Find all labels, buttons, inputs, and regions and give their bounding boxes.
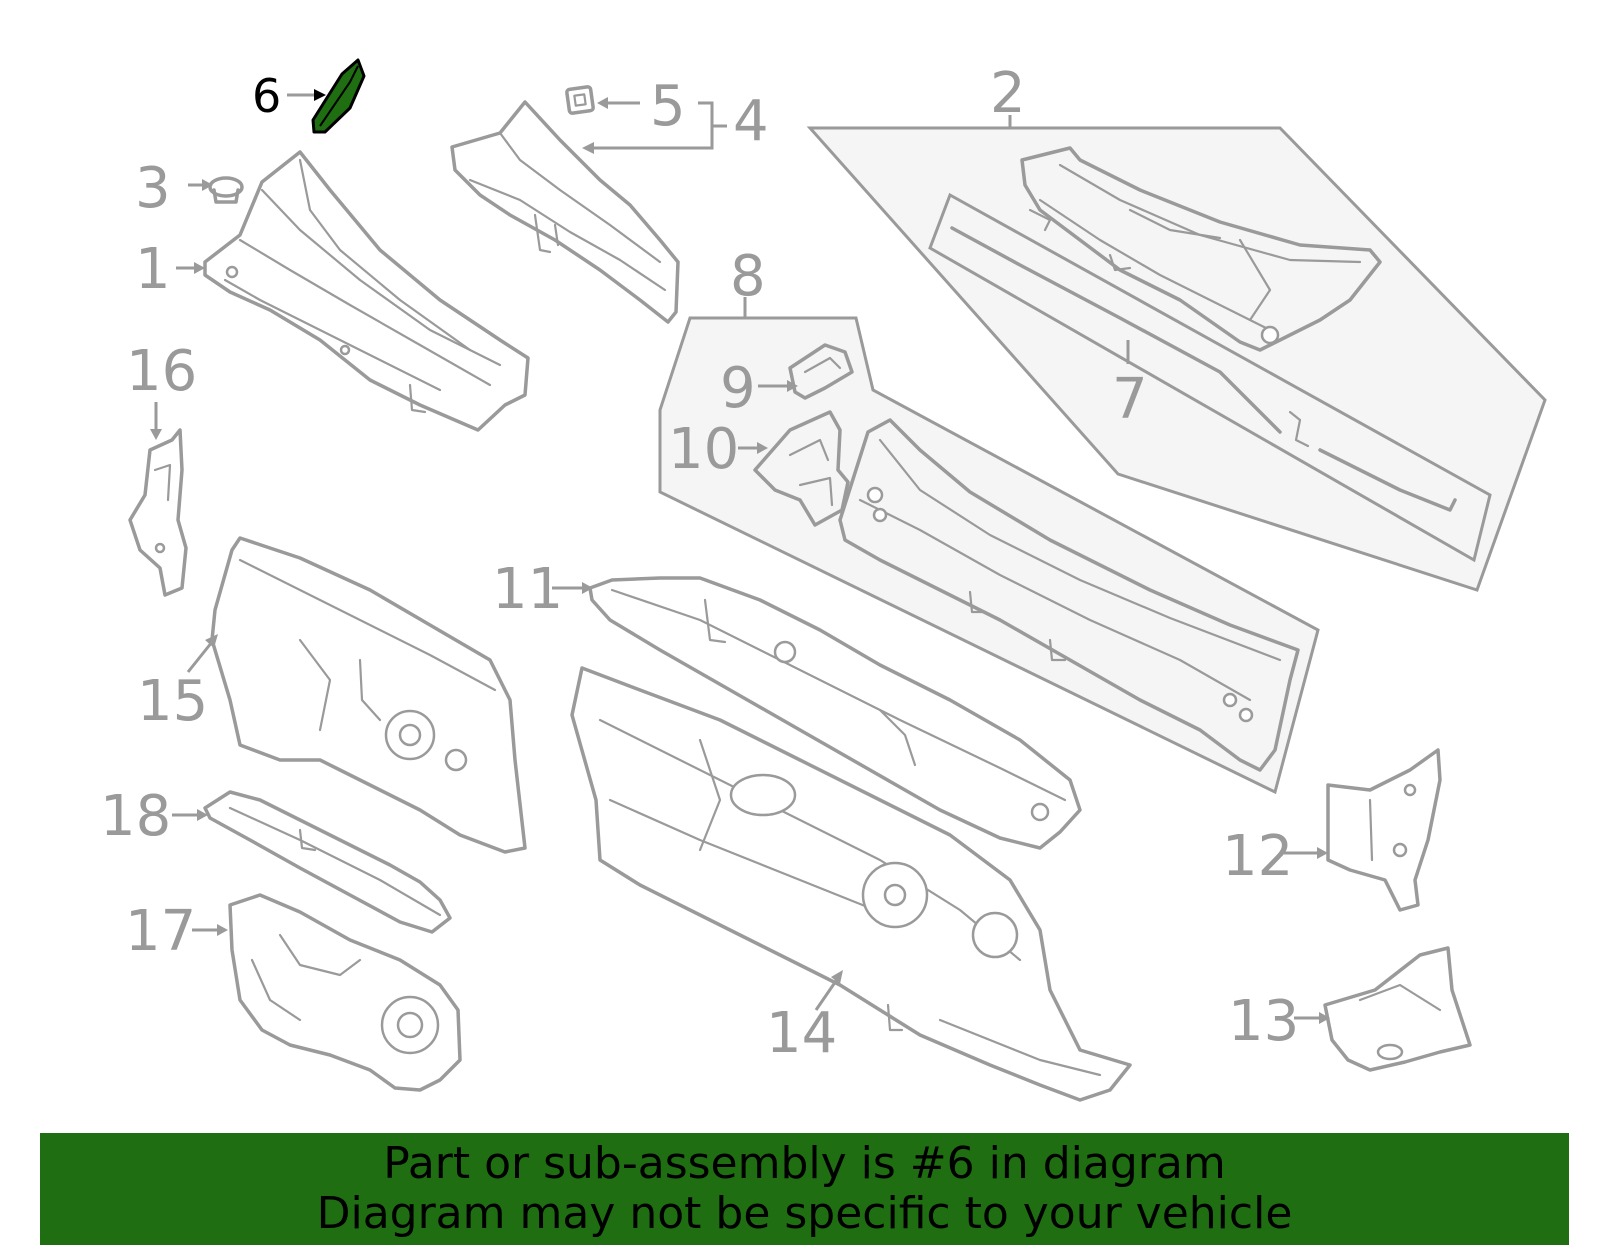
part-17-insulator: [228, 893, 462, 1092]
part-11-crossmember: [588, 576, 1082, 850]
banner-line-disclaimer: Diagram may not be specific to your vehi…: [316, 1188, 1293, 1239]
part-8-cowl-inner: [838, 418, 1300, 772]
part-12-bracket: [1326, 748, 1442, 912]
callout-16: 16: [126, 339, 197, 404]
callout-15: 15: [137, 669, 208, 734]
part-10-bracket: [753, 410, 850, 527]
callout-13: 13: [1228, 989, 1299, 1054]
part-6-highlighted: [311, 58, 366, 134]
part-9-bracket: [788, 343, 854, 400]
callout-3: 3: [135, 156, 171, 221]
callout-11: 11: [492, 557, 563, 622]
part-2-cowl-assembly: [1020, 146, 1382, 352]
callout-4: 4: [733, 89, 769, 154]
callout-2: 2: [990, 61, 1026, 126]
callout-12: 12: [1222, 824, 1293, 889]
part-5-clip: [565, 85, 595, 115]
callout-9: 9: [720, 356, 756, 421]
callout-17: 17: [125, 899, 196, 964]
callout-8: 8: [730, 244, 766, 309]
part-16-bracket: [128, 428, 188, 597]
banner-line-part: Part or sub-assembly is #6 in diagram: [383, 1138, 1226, 1189]
callout-1: 1: [135, 237, 171, 302]
callout-7: 7: [1112, 367, 1148, 432]
callout-14: 14: [766, 1001, 837, 1066]
info-banner: Part or sub-assembly is #6 in diagram Di…: [40, 1133, 1569, 1245]
callout-6: 6: [252, 69, 281, 123]
group-8-outline: [658, 316, 1320, 795]
leader-lines: [150, 89, 1330, 1024]
part-13-bracket: [1323, 946, 1472, 1072]
callout-18: 18: [100, 784, 171, 849]
part-18-molding: [203, 790, 452, 934]
part-14-dash-panel: [570, 666, 1132, 1102]
part-3-grommet: [208, 176, 244, 204]
part-4-cowl-panel: [450, 100, 680, 324]
part-7-weatherstrip: [928, 192, 1492, 563]
callout-10: 10: [668, 417, 739, 482]
part-1-cowl-top: [203, 150, 530, 432]
callout-5: 5: [650, 74, 686, 139]
part-15-insulator: [210, 536, 527, 854]
